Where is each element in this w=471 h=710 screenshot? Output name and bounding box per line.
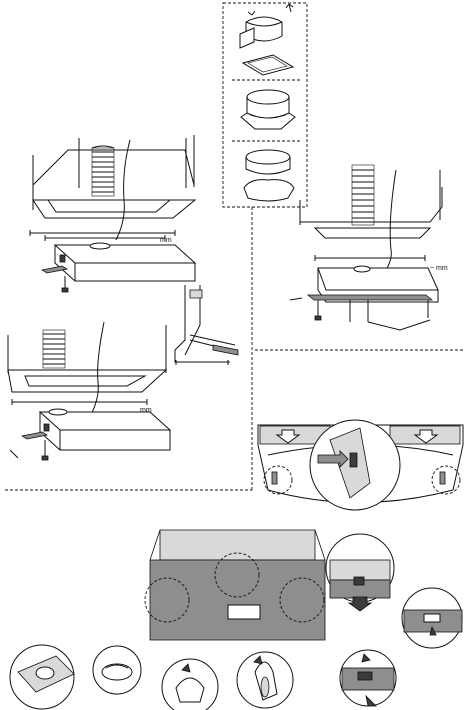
hood-label-plate [228, 605, 260, 619]
flexible-duct-2 [43, 330, 65, 368]
collar-component [240, 4, 293, 48]
duct-outlet [90, 243, 110, 249]
wall-bracket-detail [175, 285, 238, 365]
grease-filter-3 [290, 295, 432, 330]
ring-component [241, 90, 295, 129]
latch-detail-steps [326, 534, 462, 706]
filter-assembly-panel [223, 3, 307, 207]
hood-installation-mid-left: mm [8, 322, 170, 460]
dimension-label-right: ~ mm [430, 265, 448, 272]
dimension-label: mm [160, 237, 172, 244]
hood-installation-right: ~ mm [290, 165, 448, 330]
hood-bottom-view [145, 530, 325, 640]
hood-installation-top-left: mm [30, 135, 195, 292]
hood-underside-view [258, 420, 463, 510]
flexible-duct [92, 146, 114, 196]
hood-body-2 [40, 409, 170, 450]
carbon-filter-drum [244, 150, 294, 201]
hood-body [55, 243, 195, 281]
power-cable [116, 140, 130, 240]
grease-filter [42, 266, 68, 292]
flexible-duct-3 [352, 165, 374, 225]
grease-filter-2 [10, 432, 48, 460]
filter-removal-steps [10, 645, 293, 710]
